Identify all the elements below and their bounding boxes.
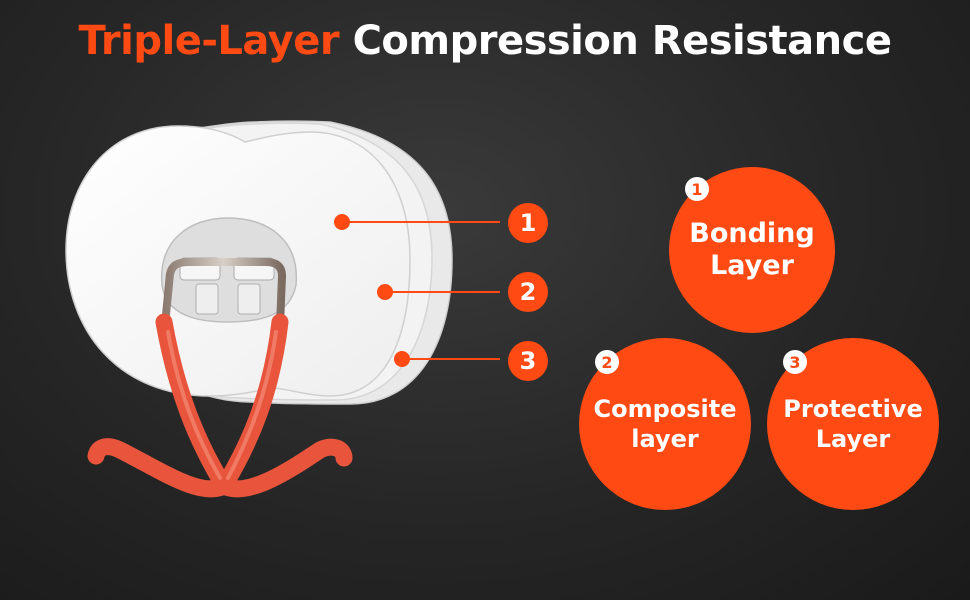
layer-marker-2: 2 [508,272,548,312]
bubble-label-line1: Protective [783,395,923,423]
headline-accent: Triple-Layer [78,18,340,64]
headline-rest: Compression Resistance [352,18,892,64]
composite-layer-bubble: 2 Composite layer [579,338,751,510]
metal-wire-loop [161,258,286,329]
bonding-layer-bubble: 1 Bonding Layer [669,167,835,333]
bubble-label-line2: Layer [815,425,891,453]
bubble-label-line1: Bonding [689,218,815,249]
bubble-number: 2 [595,350,619,374]
bubble-label-line1: Composite [593,395,737,423]
bubble-label-line2: Layer [710,250,794,281]
pointer-lines [342,221,500,360]
hook-mount [160,217,298,323]
bubble-number: 3 [783,350,807,374]
headline: Triple-Layer Compression Resistance [0,18,970,64]
layer-marker-3: 3 [508,341,548,381]
bubble-number: 1 [685,177,709,201]
protective-layer-bubble: 3 Protective Layer [767,338,939,510]
pointer-dots [334,214,410,367]
bubble-label-line2: layer [631,425,699,453]
adhesive-hook-illustration [65,120,500,498]
layer-marker-1: 1 [508,203,548,243]
